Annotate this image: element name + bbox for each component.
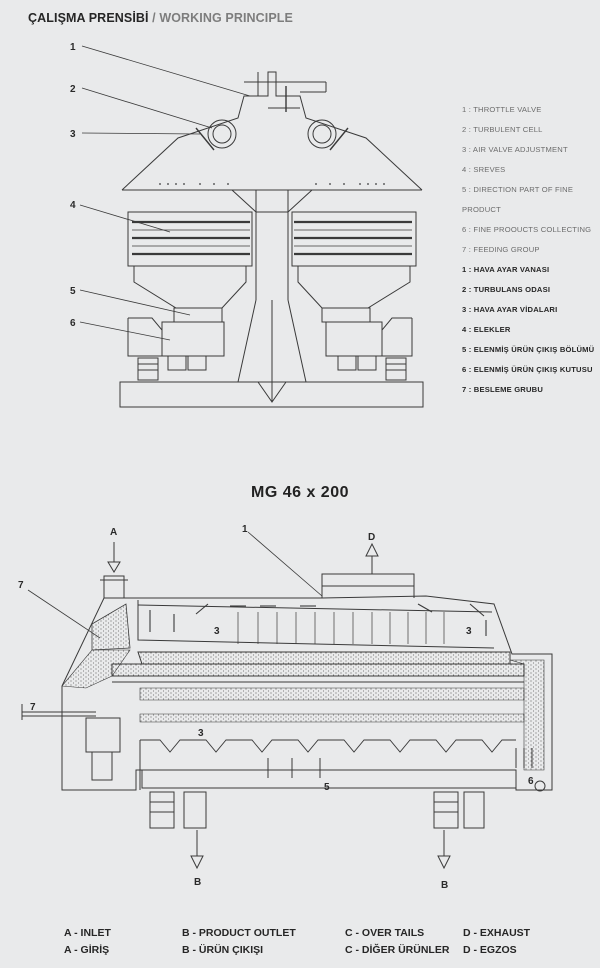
hood-outline [121,71,423,191]
collecting-hoppers [140,739,516,753]
collecting-box-right [325,321,383,357]
inlet-pipe [103,575,125,599]
callout-1: 1 [70,42,76,53]
callout-5: 5 [70,286,76,297]
foot-left [149,791,175,829]
legend-d-en: D - EXHAUST [463,927,531,939]
foot-right [433,791,459,829]
legend-b-tr: B - ÜRÜN ÇIKIŞI [182,944,264,956]
label-outlet-left: B [194,877,201,888]
sieve-decks [111,651,545,771]
side-view-labels: A D B B 1 7 3 3 3 5 6 7 [18,524,534,891]
callout-4: 4 [70,200,76,211]
legend-tr-7: 7 : BESLEME GRUBU [462,385,544,394]
hood-dots [159,183,385,185]
direction-part-left [173,307,223,323]
hopper-right [297,266,411,309]
product-outlet-arrow-right [437,855,451,870]
foot-right [385,357,407,381]
legend-b-en: B - PRODUCT OUTLET [182,927,296,939]
callout-bottom-3b: 3 [466,626,472,637]
legend-en-7: 7 : FEEDING GROUP [462,245,540,254]
callout-bottom-3c: 3 [198,728,204,739]
legend-en-2: 2 : TURBULENT CELL [462,125,543,134]
inlet-arrow [107,561,121,573]
drive-unit [85,717,121,753]
turbulent-cell-left [207,119,237,149]
title-separator: / [152,11,156,25]
label-outlet-right: B [441,880,448,891]
hopper-left [133,266,247,309]
legend-en-3: 3 : AIR VALVE ADJUSTMENT [462,145,568,154]
legend-a-en: A - INLET [64,927,111,939]
callout-bottom-5: 5 [324,782,330,793]
air-valve-left [195,127,215,151]
exhaust-duct [321,573,415,587]
callout-bottom-3a: 3 [214,626,220,637]
legend-tr-5: 5 : ELENMİŞ ÜRÜN ÇIKIŞ BÖLÜMÜ [462,345,595,354]
legend-d-tr: D - EGZOS [463,944,517,956]
side-view-diagram [21,531,553,870]
sieve-stack-left [127,211,253,267]
label-inlet: A [110,527,117,538]
legend-tr-4: 4 : ELEKLER [462,325,511,334]
legend-en-4: 4 : SREVES [462,165,506,174]
callout-3: 3 [70,129,76,140]
legend-en-5: 5 : DIRECTION PART OF FINE PRODUCT [462,185,574,214]
foot-left [137,357,159,381]
exhaust-arrow [365,542,379,557]
legend-tr-3: 3 : HAVA AYAR VİDALARI [462,305,558,314]
air-flow-arrows [149,603,487,636]
feeding-group [91,603,131,651]
turbulent-cell-right [307,119,337,149]
callout-bottom-7-side: 7 [30,702,36,713]
legend-tr-6: 6 : ELENMİŞ ÜRÜN ÇIKIŞ KUTUSU [462,365,593,374]
machine-body [61,595,553,791]
legend-a-tr: A - GİRİŞ [64,944,110,956]
bottom-collector [141,769,517,789]
component-legend: 1 : THROTTLE VALVE 2 : TURBULENT CELL 3 … [462,100,600,400]
product-outlet-arrow-left [190,855,204,870]
callout-bottom-6: 6 [528,776,534,787]
legend-tr-2: 2 : TURBULANS ODASI [462,285,551,294]
legend-c-tr: C - DİĞER ÜRÜNLER [345,944,450,956]
legend-c-en: C - OVER TAILS [345,927,425,939]
legend-tr-1: 1 : HAVA AYAR VANASI [462,265,550,274]
top-callouts: 1 2 3 4 5 6 [70,42,76,329]
air-valve-right [329,127,349,151]
legend-en-6: 6 : FINE PROOUCTS COLLECTING [462,225,592,234]
label-exhaust: D [368,532,375,543]
callout-bottom-7: 7 [18,580,24,591]
title-english: WORKING PRINCIPLE [159,11,293,25]
callout-2: 2 [70,84,76,95]
sieve-stack-right [291,211,417,267]
direction-part-right [321,307,371,323]
collecting-box-left [161,321,225,357]
sectional-diagram [79,45,424,408]
model-title: MG 46 x 200 [251,484,349,501]
callout-6: 6 [70,318,76,329]
title-turkish: ÇALIŞMA PRENSİBİ [28,11,149,25]
top-leader-lines [79,45,251,341]
page-header: ÇALIŞMA PRENSİBİ / WORKING PRINCIPLE [28,11,293,25]
callout-bottom-1: 1 [242,524,248,535]
legend-en-1: 1 : THROTTLE VALVE [462,105,542,114]
